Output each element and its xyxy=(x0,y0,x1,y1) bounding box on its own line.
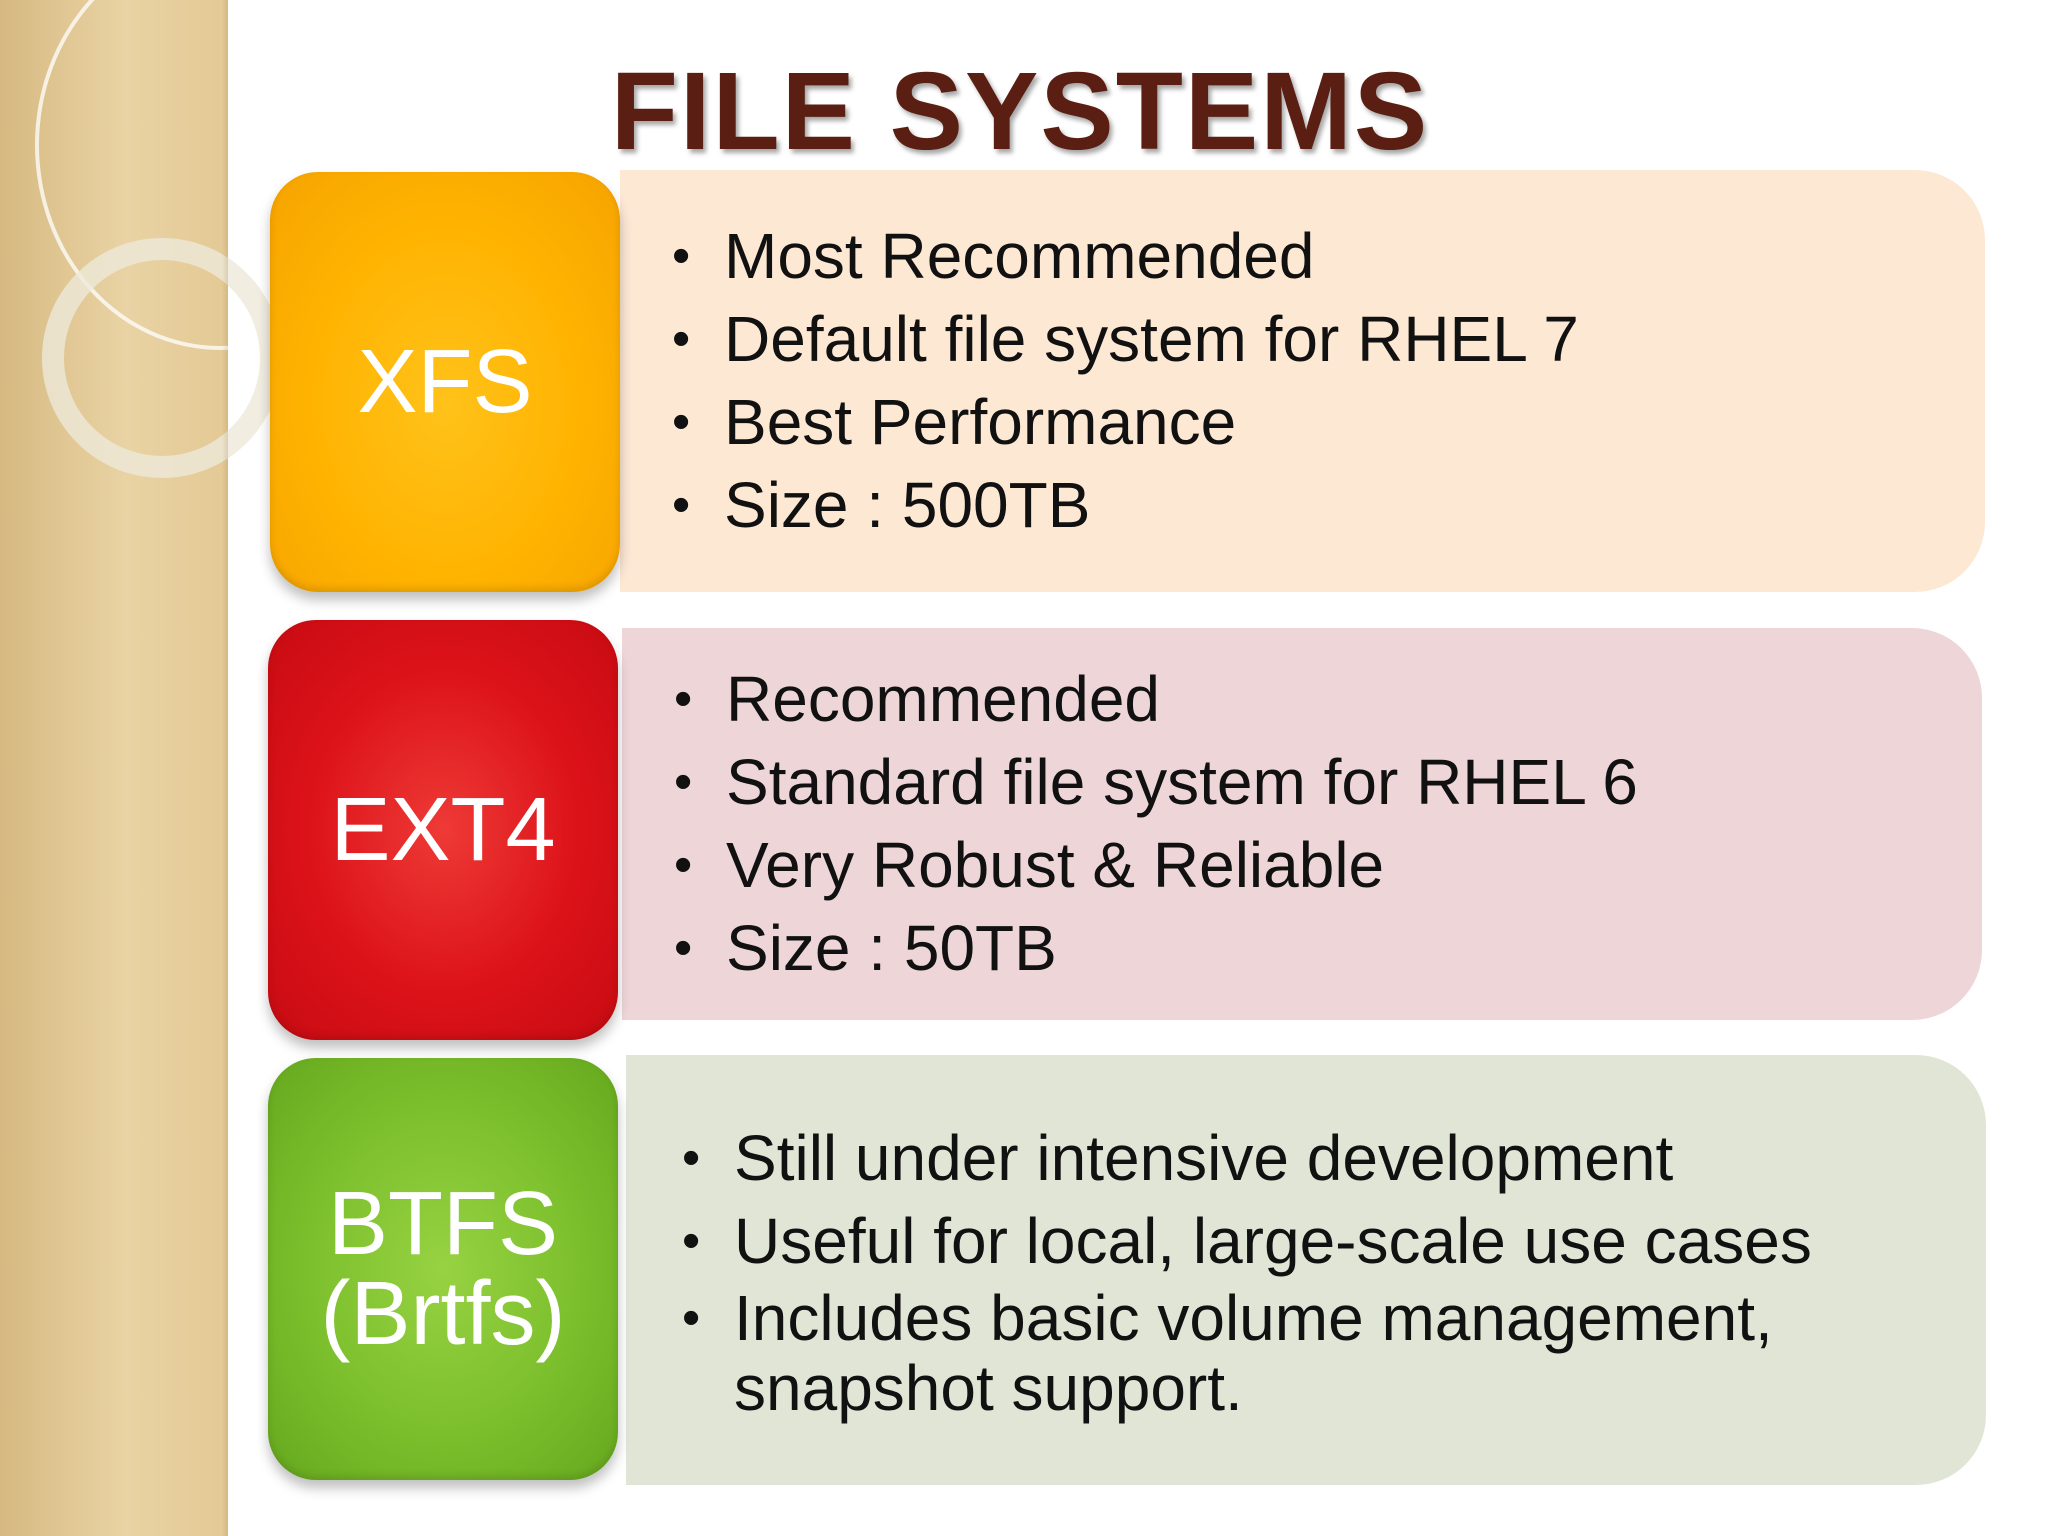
list-item: Still under intensive development xyxy=(682,1117,1922,1200)
list-item: Very Robust & Reliable xyxy=(674,824,1638,907)
xfs-label: XFS xyxy=(357,332,533,432)
ext4-details-panel: Recommended Standard file system for RHE… xyxy=(622,628,1982,1020)
btfs-bullet-list: Still under intensive development Useful… xyxy=(682,1117,1922,1423)
btfs-label-box: BTFS (Brtfs) xyxy=(268,1058,618,1480)
btfs-label: BTFS (Brtfs) xyxy=(320,1174,566,1364)
list-item: Standard file system for RHEL 6 xyxy=(674,741,1638,824)
xfs-bullet-list: Most Recommended Default file system for… xyxy=(672,215,1579,547)
side-decoration-band xyxy=(0,0,405,1536)
ext4-label: EXT4 xyxy=(330,780,556,880)
ext4-label-box: EXT4 xyxy=(268,620,618,1040)
list-item: Most Recommended xyxy=(672,215,1579,298)
list-item: Size : 500TB xyxy=(672,464,1579,547)
list-item: Includes basic volume management, snapsh… xyxy=(682,1283,1922,1423)
xfs-label-box: XFS xyxy=(270,172,620,592)
list-item: Useful for local, large-scale use cases xyxy=(682,1200,1922,1283)
list-item: Size : 50TB xyxy=(674,907,1638,990)
list-item: Default file system for RHEL 7 xyxy=(672,298,1579,381)
list-item: Best Performance xyxy=(672,381,1579,464)
list-item: Recommended xyxy=(674,658,1638,741)
decorative-ring-small xyxy=(42,238,282,478)
xfs-details-panel: Most Recommended Default file system for… xyxy=(620,170,1985,592)
slide-title: FILE SYSTEMS xyxy=(610,50,1430,173)
btfs-details-panel: Still under intensive development Useful… xyxy=(626,1055,1986,1485)
ext4-bullet-list: Recommended Standard file system for RHE… xyxy=(674,658,1638,990)
